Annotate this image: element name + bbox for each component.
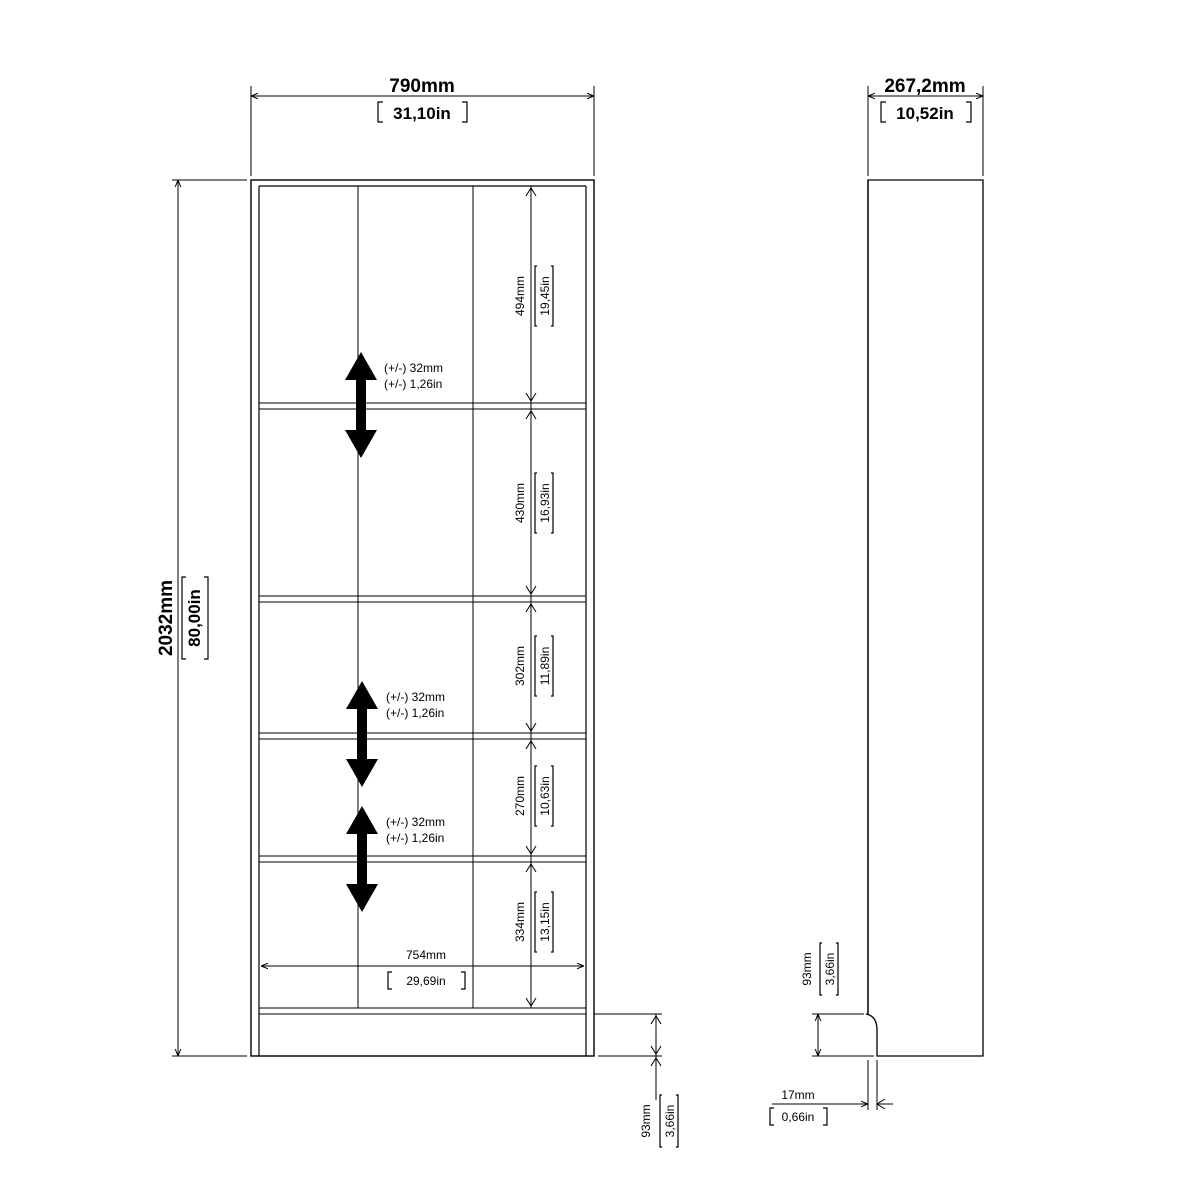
svg-text:334mm: 334mm [513,902,527,942]
adjust-note-2-in: (+/-) 1,26in [386,706,444,720]
height-in-label: 80,00in [185,589,204,647]
shelf-adjust-arrow-icon [345,352,377,458]
adjust-note-2-mm: (+/-) 32mm [386,690,445,704]
plinth-mm-label: 93mm [639,1104,653,1137]
adjust-note-3-in: (+/-) 1,26in [386,831,444,845]
compartment-3-label: 302mm 11,89in [513,635,554,697]
bookcase-outline [250,179,595,1057]
inner-width-mm-label: 754mm [406,948,446,962]
side-plinth-mm-label: 93mm [800,952,814,985]
adjust-note-1-in: (+/-) 1,26in [384,377,442,391]
compartment-5-label: 334mm 13,15in [513,891,554,953]
recess-in-label: 0,66in [782,1110,815,1124]
plinth-in-label: 3,66in [663,1105,677,1138]
compartment-4-label: 270mm 10,63in [513,765,554,827]
svg-text:10,63in: 10,63in [538,776,552,815]
compartment-1-label: 494mm 19,45in [513,265,554,327]
svg-text:13,15in: 13,15in [538,902,552,941]
shelf-adjust-arrow-icon [346,806,378,912]
svg-text:302mm: 302mm [513,646,527,686]
adjust-note-1-mm: (+/-) 32mm [384,361,443,375]
depth-in-label: 10,52in [896,104,954,123]
height-mm-label: 2032mm [156,580,177,656]
svg-text:430mm: 430mm [513,483,527,523]
adjust-note-3-mm: (+/-) 32mm [386,815,445,829]
svg-text:11,89in: 11,89in [538,647,552,685]
compartment-ticks [525,187,537,1007]
side-panel-outline [865,179,984,1057]
recess-mm-label: 17mm [781,1088,814,1102]
front-view: 790mm 31,10in 2032mm 80,00in [156,76,679,1148]
side-view: 267,2mm 10,52in 93mm 3,66in 17mm 0,66in [769,76,984,1126]
width-in-label: 31,10in [393,104,451,123]
svg-text:16,93in: 16,93in [538,483,552,522]
svg-text:270mm: 270mm [513,776,527,816]
inner-width-in-label: 29,69in [406,974,445,988]
depth-mm-label: 267,2mm [884,76,965,97]
shelf-adjust-arrow-icon [346,681,378,787]
compartment-2-label: 430mm 16,93in [513,472,554,534]
width-mm-label: 790mm [389,76,455,97]
svg-text:494mm: 494mm [513,276,527,316]
svg-text:19,45in: 19,45in [538,276,552,315]
side-plinth-in-label: 3,66in [823,953,837,986]
